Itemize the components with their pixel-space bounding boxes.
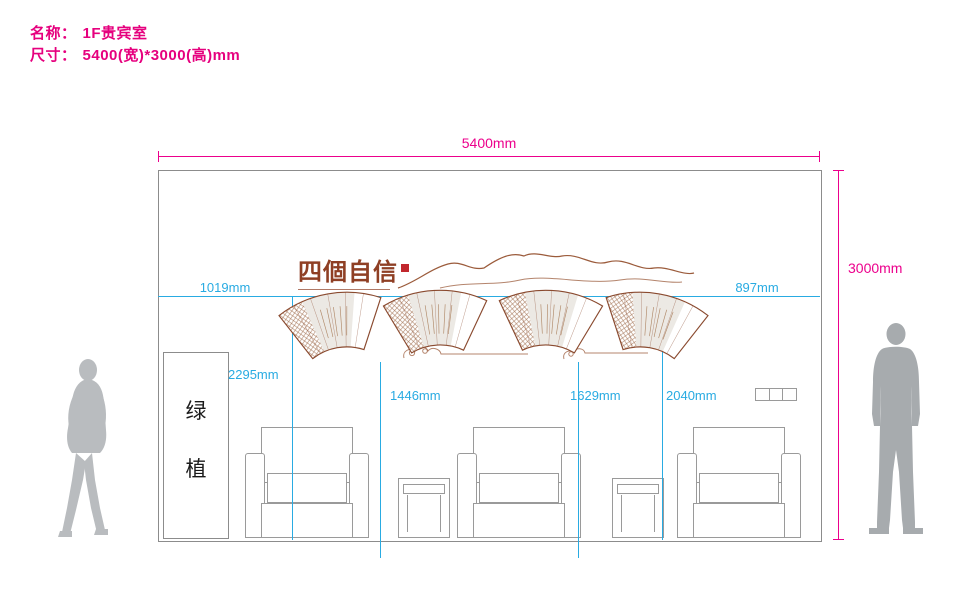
sofa-arm-left <box>245 453 265 538</box>
sofa-cushion <box>267 473 347 503</box>
dim-tick <box>833 170 844 171</box>
table-legs <box>621 495 655 532</box>
side-table-2 <box>612 478 664 538</box>
sofa-arm-right <box>561 453 581 538</box>
sofa-arm-right <box>349 453 369 538</box>
dim-label-2040: 2040mm <box>666 388 717 403</box>
dim-line-v3 <box>578 362 579 558</box>
name-value: 1F贵宾室 <box>82 25 148 42</box>
plant-char: 绿 <box>185 400 207 423</box>
switch-cell <box>782 388 798 401</box>
dim-line-artwork-axis <box>158 296 820 297</box>
dim-line-total-width <box>158 156 820 157</box>
artwork-title: 四個自信 <box>298 259 398 286</box>
drawing-size-row: 尺寸： 5400(宽)*3000(高)mm <box>30 44 246 65</box>
dim-label-gap-right: 897mm <box>735 280 779 295</box>
sofa-arm-left <box>457 453 477 538</box>
seal-icon <box>401 264 409 272</box>
silhouette-man <box>862 322 930 540</box>
dim-label-gap-left: 1019mm <box>199 280 251 295</box>
sofa-front <box>693 503 785 538</box>
switch-cell <box>768 388 784 401</box>
sofa-1 <box>245 427 369 538</box>
drawing-title-row: 名称： 1F贵宾室 <box>30 22 154 43</box>
title-underline <box>298 289 390 290</box>
plant-char: 植 <box>185 458 207 481</box>
dim-line-v1 <box>292 296 293 540</box>
fan-panel-4 <box>596 280 713 367</box>
dim-tick <box>819 151 820 162</box>
sofa-2 <box>457 427 581 538</box>
dim-tick <box>158 151 159 162</box>
switch-panel <box>755 388 798 401</box>
size-value: 5400(宽)*3000(高)mm <box>82 47 241 64</box>
fan-panel-3 <box>495 283 605 358</box>
sofa-arm-left <box>677 453 697 538</box>
sofa-arm-right <box>781 453 801 538</box>
dim-label-1629: 1629mm <box>570 388 621 403</box>
plant-box: 绿 植 <box>163 352 229 539</box>
sofa-front <box>473 503 565 538</box>
dim-label-total-width: 5400mm <box>461 135 517 151</box>
dim-label-1446: 1446mm <box>390 388 441 403</box>
dim-tick <box>833 539 844 540</box>
dim-label-2295: 2295mm <box>228 367 279 382</box>
fan-panel-1 <box>275 280 392 367</box>
table-top <box>617 484 659 494</box>
artwork-title-block: 四個自信 <box>298 252 409 290</box>
switch-cell <box>755 388 770 401</box>
sofa-cushion <box>479 473 559 503</box>
name-label: 名称： <box>30 25 77 42</box>
sofa-cushion <box>699 473 779 503</box>
side-table-1 <box>398 478 450 538</box>
size-label: 尺寸： <box>30 47 77 64</box>
sofa-front <box>261 503 353 538</box>
fan-panel-2 <box>381 283 491 358</box>
table-legs <box>407 495 441 532</box>
sofa-3 <box>677 427 801 538</box>
mountain-lineart <box>397 253 695 289</box>
dim-line-v2 <box>380 362 381 558</box>
dim-line-total-height <box>838 170 839 540</box>
dim-label-total-height: 3000mm <box>848 260 903 276</box>
table-top <box>403 484 445 494</box>
dim-line-v4 <box>662 296 663 540</box>
silhouette-woman <box>48 358 120 540</box>
